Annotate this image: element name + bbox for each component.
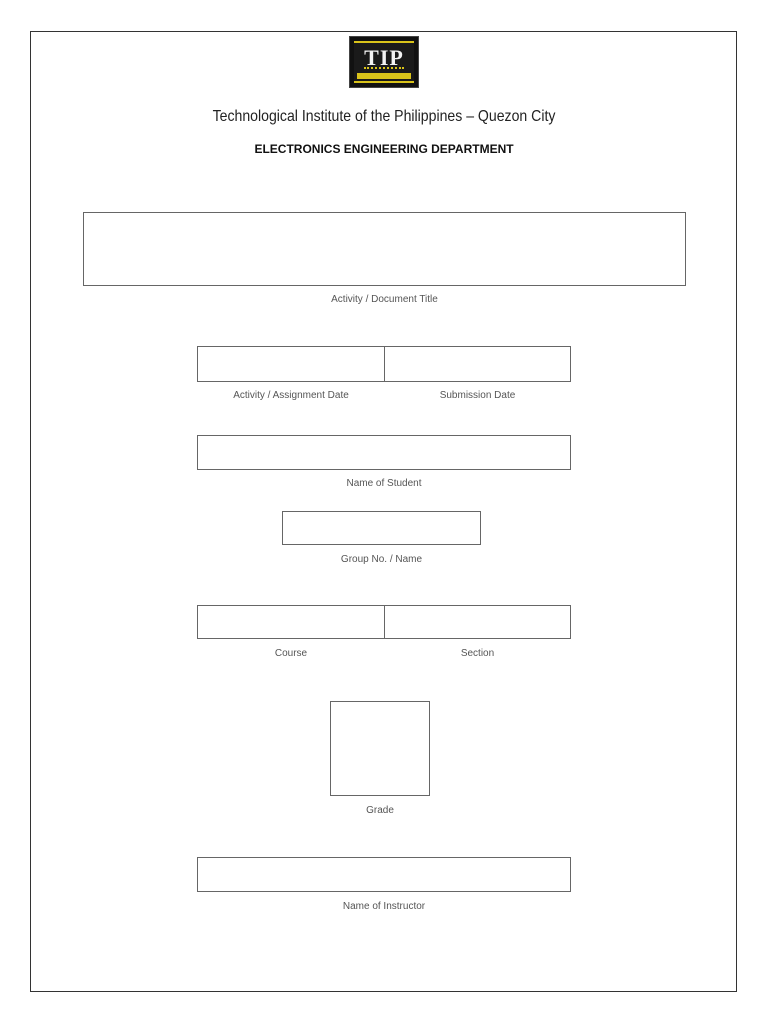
grade-field[interactable]	[330, 701, 430, 796]
student-name-label: Name of Student	[346, 478, 422, 489]
group-label: Group No. / Name	[340, 554, 423, 565]
section-label: Section	[460, 648, 495, 659]
institution-title: Technological Institute of the Philippin…	[212, 108, 556, 125]
logo-subtitle-band	[357, 73, 411, 79]
logo-emblem: TIP	[354, 41, 414, 83]
activity-title-field[interactable]	[83, 212, 686, 286]
activity-date-field[interactable]	[197, 346, 385, 382]
department-title: ELECTRONICS ENGINEERING DEPARTMENT	[254, 142, 514, 156]
logo-text: TIP	[364, 45, 404, 70]
logo-dots	[364, 67, 404, 72]
course-label: Course	[274, 648, 308, 659]
instructor-label: Name of Instructor	[342, 901, 426, 912]
activity-date-label: Activity / Assignment Date	[233, 390, 349, 401]
group-field[interactable]	[282, 511, 481, 545]
submission-date-label: Submission Date	[439, 390, 516, 401]
activity-title-label: Activity / Document Title	[331, 294, 438, 305]
instructor-field[interactable]	[197, 857, 571, 892]
section-field[interactable]	[384, 605, 571, 639]
submission-date-field[interactable]	[384, 346, 571, 382]
student-name-field[interactable]	[197, 435, 571, 470]
course-field[interactable]	[197, 605, 385, 639]
tip-logo: TIP	[349, 36, 419, 88]
grade-label: Grade	[366, 805, 394, 816]
